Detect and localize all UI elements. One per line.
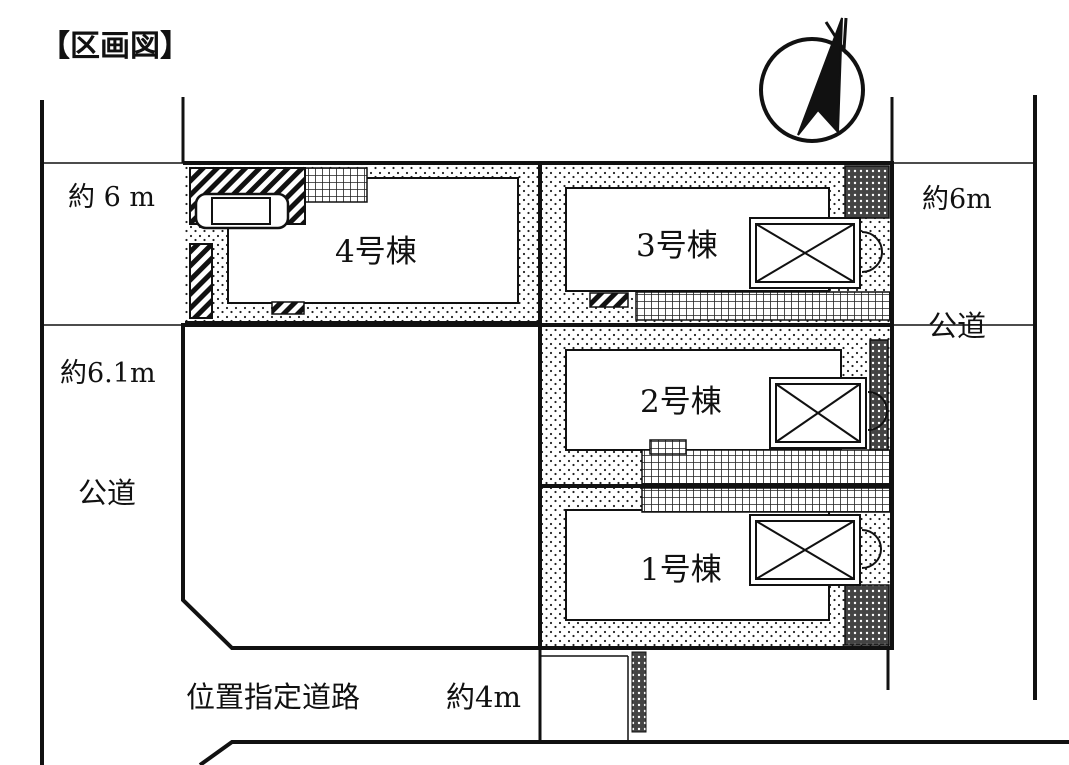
west-road-name: 公道 [78,476,136,510]
lot-2 [565,339,891,485]
east-road-name: 公道 [928,309,986,343]
south-road-width: 約4m [446,680,521,714]
road-lines [40,95,1069,765]
south-driveway [538,648,647,742]
building-2-label: 2号棟 [640,384,722,420]
south-road-name: 位置指定道路 [186,680,360,714]
lot-1 [565,487,891,646]
parking-space-1 [749,514,882,586]
parking-space-3 [749,217,883,289]
north-arrow-icon [759,17,865,143]
east-road-width: 約6m [922,184,992,215]
plan-title: 【区画図】 [40,29,190,64]
building-1-label: 1号棟 [640,552,722,588]
lot-4 [185,165,538,325]
lot-3 [565,165,891,321]
building-3-label: 3号棟 [636,228,718,264]
building-4-label: 4号棟 [335,234,417,270]
west-road-width-bottom: 約6.1m [60,358,156,389]
west-road-width-top: 約 6 m [68,182,155,213]
parking-space-2 [769,377,888,449]
